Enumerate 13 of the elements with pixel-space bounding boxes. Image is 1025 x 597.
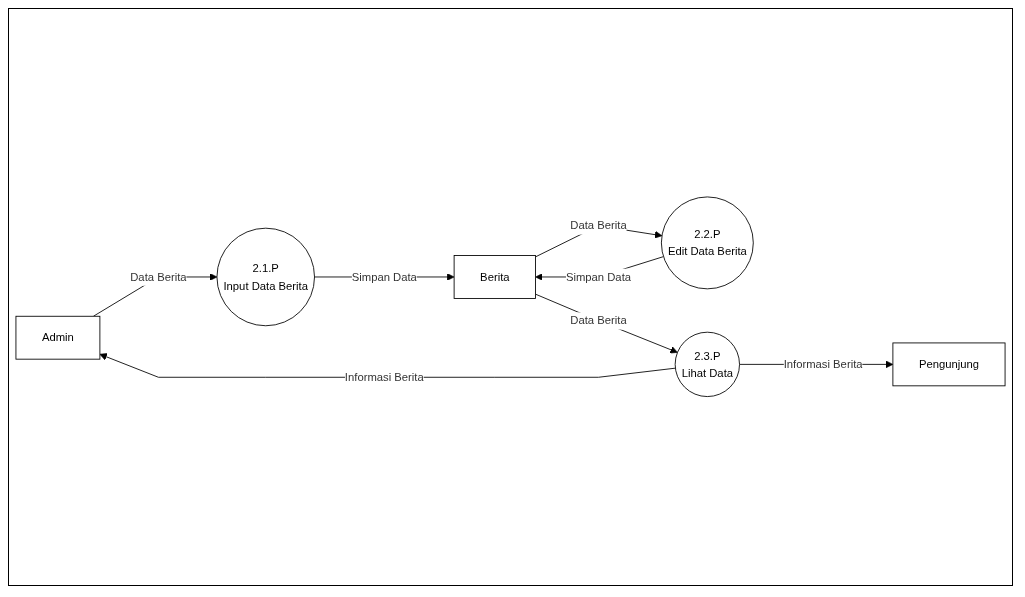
node-box: Berita: [453, 255, 536, 300]
edge-label: Simpan Data: [351, 270, 417, 284]
edge-label: Simpan Data: [565, 270, 632, 284]
node-circle: 2.1.P Input Data Berita: [216, 228, 315, 327]
edge-label: Data Berita: [570, 314, 627, 328]
node-circle: 2.3.P Lihat Data: [674, 332, 740, 398]
edge-label: Informasi Berita: [344, 370, 424, 384]
node-box: Pengunjung: [892, 342, 1006, 387]
edge-label: Informasi Berita: [783, 357, 863, 371]
edge-label: Data Berita: [570, 219, 627, 233]
node-circle: 2.2.P Edit Data Berita: [660, 196, 754, 290]
node-box: Admin: [15, 316, 101, 360]
edge-label: Data Berita: [130, 270, 187, 284]
